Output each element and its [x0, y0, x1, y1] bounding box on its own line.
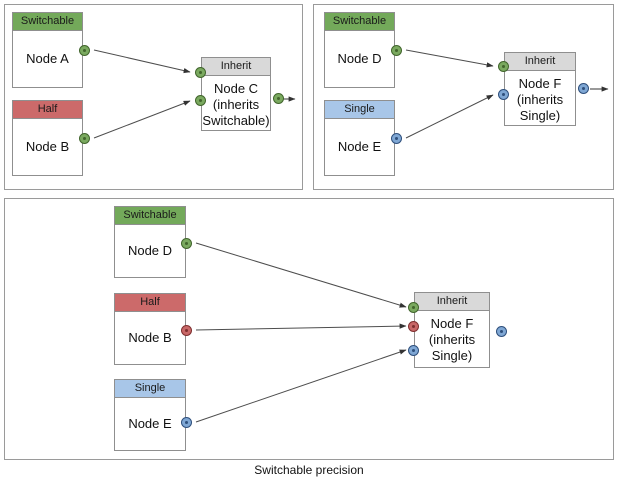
node-b2-output-port[interactable] [181, 325, 192, 336]
node-c-output-port[interactable] [273, 93, 284, 104]
node-f-header: Inherit [505, 53, 575, 71]
node-b-output-port[interactable] [79, 133, 90, 144]
node-f2[interactable]: Inherit Node F (inherits Single) [414, 292, 490, 368]
node-c-header: Inherit [202, 58, 270, 76]
node-c[interactable]: Inherit Node C (inherits Switchable) [201, 57, 271, 131]
node-f-input-port-2[interactable] [498, 89, 509, 100]
node-f-output-port[interactable] [578, 83, 589, 94]
node-d2-output-port[interactable] [181, 238, 192, 249]
node-d2[interactable]: Switchable Node D [114, 206, 186, 278]
node-b2-header: Half [115, 294, 185, 312]
node-e-header: Single [325, 101, 394, 119]
node-f2-output-port[interactable] [496, 326, 507, 337]
node-d-body: Node D [337, 51, 382, 66]
node-e[interactable]: Single Node E [324, 100, 395, 176]
node-f-body: Node F (inherits Single) [516, 76, 564, 123]
node-f-input-port-1[interactable] [498, 61, 509, 72]
node-e2-header: Single [115, 380, 185, 398]
node-f2-header: Inherit [415, 293, 489, 311]
node-b[interactable]: Half Node B [12, 100, 83, 176]
panel-bottom [4, 198, 614, 460]
node-e2-output-port[interactable] [181, 417, 192, 428]
node-d2-body: Node D [127, 243, 173, 258]
node-e2[interactable]: Single Node E [114, 379, 186, 451]
node-d-output-port[interactable] [391, 45, 402, 56]
node-d2-header: Switchable [115, 207, 185, 225]
node-b-body: Node B [25, 139, 70, 154]
node-e2-body: Node E [128, 416, 172, 431]
node-e-output-port[interactable] [391, 133, 402, 144]
node-b2-body: Node B [128, 330, 172, 345]
node-e-body: Node E [337, 139, 382, 154]
diagram-caption: Switchable precision [254, 463, 364, 477]
node-a-output-port[interactable] [79, 45, 90, 56]
node-a-header: Switchable [13, 13, 82, 31]
node-a[interactable]: Switchable Node A [12, 12, 83, 88]
node-f2-body: Node F (inherits Single) [428, 316, 476, 363]
node-f2-input-port-3[interactable] [408, 345, 419, 356]
node-c-body: Node C (inherits Switchable) [202, 81, 270, 128]
node-c-input-port-1[interactable] [195, 67, 206, 78]
node-f[interactable]: Inherit Node F (inherits Single) [504, 52, 576, 126]
node-c-input-port-2[interactable] [195, 95, 206, 106]
node-b-header: Half [13, 101, 82, 119]
node-a-body: Node A [26, 51, 69, 66]
node-b2[interactable]: Half Node B [114, 293, 186, 365]
node-d[interactable]: Switchable Node D [324, 12, 395, 88]
node-f2-input-port-1[interactable] [408, 302, 419, 313]
node-f2-input-port-2[interactable] [408, 321, 419, 332]
node-d-header: Switchable [325, 13, 394, 31]
